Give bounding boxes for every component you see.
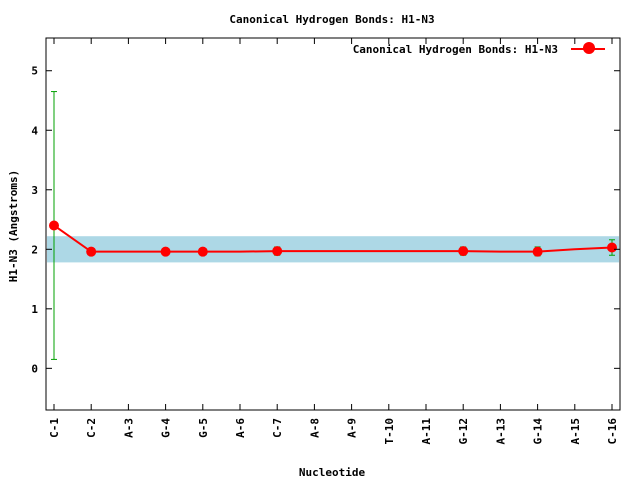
y-tick-label-3: 3 [31, 184, 38, 197]
x-tick-label-C-2: C-2 [85, 418, 98, 438]
x-tick-label-A-6: A-6 [234, 418, 247, 438]
x-tick-label-T-10: T-10 [383, 418, 396, 445]
legend-label: Canonical Hydrogen Bonds: H1-N3 [353, 43, 558, 56]
x-tick-label-A-9: A-9 [346, 418, 359, 438]
data-point-C-7 [272, 246, 283, 257]
series-line-layer [53, 224, 613, 253]
x-tick-label-C-16: C-16 [606, 418, 619, 445]
legend-marker [583, 42, 595, 54]
data-point-C-16 [607, 242, 617, 253]
plot-frame [45, 37, 621, 411]
error-bar-layer [51, 91, 615, 360]
y-tick-label-4: 4 [31, 124, 38, 137]
x-tick-label-A-3: A-3 [122, 418, 135, 438]
x-tick-label-G-12: G-12 [457, 418, 470, 445]
x-tick-label-G-5: G-5 [197, 418, 210, 438]
data-point-G-14 [532, 246, 543, 257]
x-axis: C-1 C-2 A-3 G-4 G-5 A-6 C-7 A-8 A-9 T-10 A-11 G-12 A… [48, 38, 619, 445]
y-tick-label-2: 2 [31, 243, 38, 256]
x-tick-label-G-4: G-4 [160, 418, 173, 438]
x-tick-label-A-13: A-13 [494, 418, 507, 445]
data-point-G-12 [458, 246, 469, 257]
y-axis-label: H1-N3 (Angstroms) [7, 170, 20, 283]
y-tick-label-1: 1 [31, 303, 38, 316]
marker-layer [49, 220, 617, 257]
x-tick-label-G-14: G-14 [532, 418, 545, 445]
shaded-band-layer [47, 236, 619, 263]
legend: Canonical Hydrogen Bonds: H1-N3 [353, 42, 605, 56]
x-axis-label: Nucleotide [299, 466, 366, 479]
x-tick-label-C-7: C-7 [271, 418, 284, 438]
x-tick-label-A-15: A-15 [569, 418, 582, 445]
reference-band [47, 236, 619, 263]
x-tick-label-A-11: A-11 [420, 418, 433, 445]
y-tick-label-0: 0 [31, 362, 38, 375]
series-line [53, 224, 613, 253]
data-point-C-2 [86, 246, 97, 257]
y-axis: 0 1 2 3 4 5 [31, 65, 620, 375]
data-point-C-1 [49, 220, 59, 231]
y-tick-label-5: 5 [31, 65, 38, 78]
data-point-G-5 [197, 246, 208, 257]
data-point-G-4 [160, 246, 171, 257]
x-tick-label-A-8: A-8 [308, 418, 321, 438]
chart-title: Canonical Hydrogen Bonds: H1-N3 [229, 13, 434, 26]
x-tick-label-C-1: C-1 [48, 418, 61, 438]
